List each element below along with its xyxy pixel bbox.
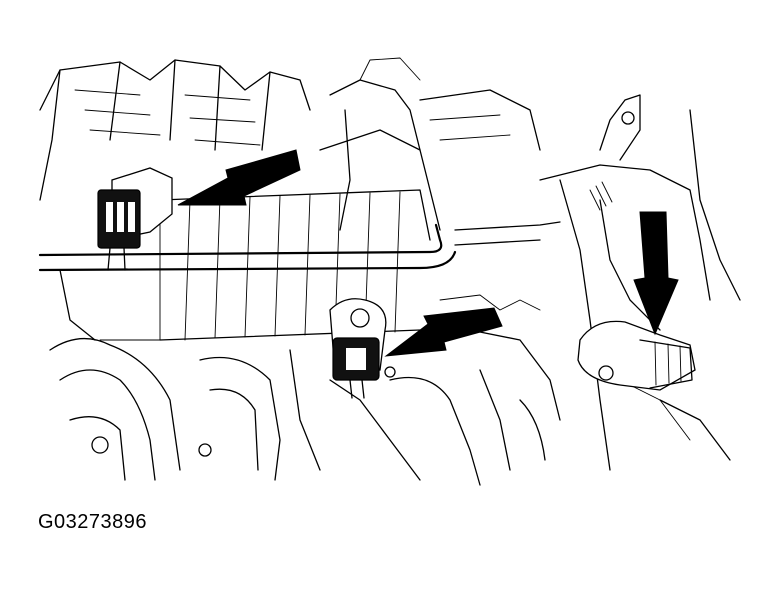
arrow-right-sensor — [633, 211, 679, 336]
line-drawing — [38, 57, 741, 486]
center-sensor-connector — [329, 298, 387, 399]
figure-id-label: G03273896 — [38, 511, 148, 533]
arrow-center-connector — [384, 307, 503, 357]
engine-background-linework — [38, 57, 741, 486]
left-electrical-connector — [97, 167, 173, 271]
arrows — [177, 149, 679, 357]
right-sensor — [577, 320, 696, 391]
arrow-left-connector — [177, 149, 301, 206]
